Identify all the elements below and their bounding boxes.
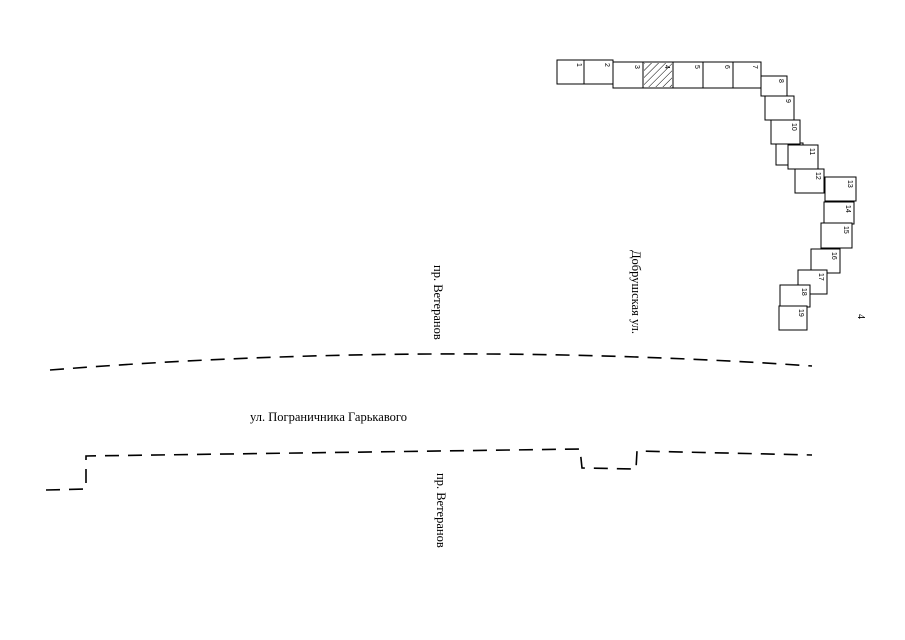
street-label-veteranov-south: пр. Ветеранов	[434, 473, 448, 548]
unit-number-11: 11	[808, 148, 815, 155]
building-unit-7	[732, 61, 762, 89]
building-unit-10	[770, 119, 801, 145]
unit-number-4: 4	[663, 65, 670, 69]
building-unit-15	[820, 222, 853, 249]
hatched-fill-4	[644, 63, 672, 87]
unit-number-8: 8	[777, 79, 784, 83]
street-label-pogranichnika: ул. Пограничника Гарькавого	[250, 410, 407, 424]
building-unit-19	[778, 305, 808, 331]
unit-number-17: 17	[817, 273, 824, 281]
page-marker: 4	[855, 314, 866, 319]
road-edge-south	[45, 448, 813, 491]
unit-number-1: 1	[575, 63, 582, 67]
unit-number-14: 14	[844, 205, 851, 213]
unit-number-15: 15	[842, 226, 849, 234]
unit-number-9: 9	[784, 99, 791, 103]
unit-number-5: 5	[693, 65, 700, 69]
road-edge-north	[49, 353, 813, 371]
unit-number-12: 12	[814, 172, 821, 180]
building-unit-5	[672, 61, 704, 89]
building-unit-12	[794, 168, 825, 194]
building-unit-3	[612, 61, 644, 89]
building-unit-6	[702, 61, 734, 89]
building-unit-13	[824, 176, 857, 202]
street-label-veteranov-north: пр. Ветеранов	[431, 265, 445, 340]
unit-number-13: 13	[846, 180, 853, 188]
unit-number-18: 18	[800, 288, 807, 296]
building-unit-9	[764, 95, 795, 121]
unit-number-2: 2	[603, 63, 610, 67]
unit-number-19: 19	[797, 309, 804, 317]
building-unit-1	[556, 59, 586, 85]
unit-number-7: 7	[751, 65, 758, 69]
building-unit-2	[583, 59, 614, 85]
unit-number-16: 16	[830, 252, 837, 260]
street-label-dobrushskaya: Добрушская ул.	[629, 250, 643, 334]
unit-number-3: 3	[633, 65, 640, 69]
unit-number-10: 10	[790, 123, 797, 131]
unit-number-6: 6	[723, 65, 730, 69]
